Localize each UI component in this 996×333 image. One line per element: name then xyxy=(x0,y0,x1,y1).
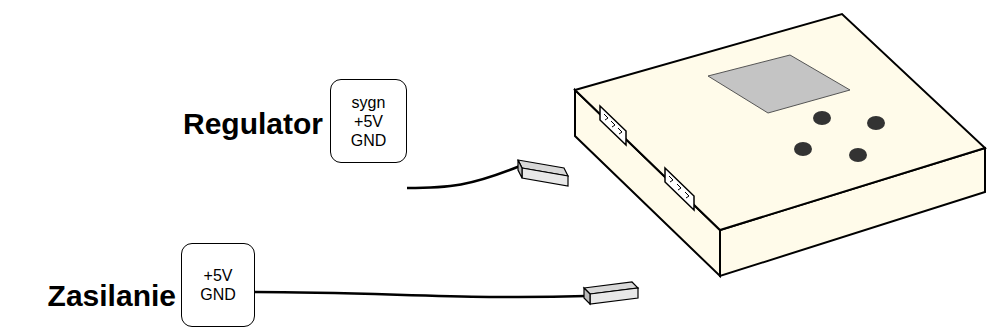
socket xyxy=(600,106,626,145)
plug xyxy=(584,282,638,304)
cable xyxy=(407,166,520,188)
device-top-face xyxy=(575,14,985,230)
button xyxy=(794,142,812,156)
cable xyxy=(255,292,586,297)
pin-names: sygn +5V GND xyxy=(351,93,387,150)
display xyxy=(708,55,850,113)
button xyxy=(849,148,867,162)
socket xyxy=(665,168,694,210)
pin-label-box: Regulatorsygn +5V GND xyxy=(330,79,407,163)
device-label: Zasilanie xyxy=(48,279,176,313)
plug xyxy=(518,160,568,186)
pin-names: +5V GND xyxy=(200,266,236,304)
pin-label-box: Zasilanie+5V GND xyxy=(181,243,255,327)
button xyxy=(813,111,831,125)
button xyxy=(867,116,885,130)
device-label: Regulator xyxy=(183,107,323,141)
